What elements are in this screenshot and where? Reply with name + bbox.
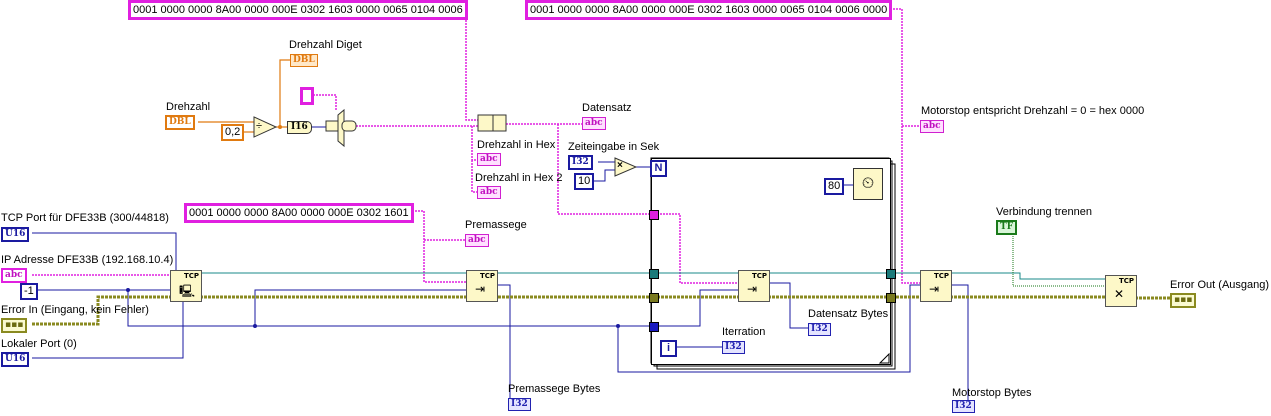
wait-ms-node[interactable]: ⏲	[853, 168, 883, 200]
network-icon: 🖳	[179, 284, 196, 298]
premessage-string-constant[interactable]: 0001 0000 0000 8A00 0000 000E 0302 1601	[184, 203, 414, 223]
timeout-constant[interactable]: -1	[20, 283, 38, 300]
drehzahl-in-hex-2-indicator: abc	[477, 186, 501, 199]
error-out-indicator: ▪▪▪	[1170, 293, 1197, 308]
label-iterration: Iterration	[722, 326, 766, 338]
loop-count-terminal[interactable]: N	[650, 160, 667, 177]
motorstop-indicator: abc	[920, 120, 944, 133]
datensatz-indicator: abc	[582, 117, 606, 130]
wire-empty-str	[313, 94, 337, 110]
label-verbindung-trennen: Verbindung trennen	[996, 206, 1093, 218]
label-premassege: Premassege	[465, 219, 527, 231]
type-cast-node	[325, 108, 357, 148]
tcp-port-control[interactable]: U16	[1, 227, 30, 242]
tunnel-tcp-ref-out	[886, 269, 896, 279]
drehzahl-diget-indicator: DBL	[290, 54, 318, 67]
wire-tcp-ref	[200, 272, 1105, 280]
label-datensatz: Datensatz	[582, 102, 632, 114]
drehzahl-in-hex-indicator: abc	[477, 153, 501, 166]
loop-index-terminal: i	[660, 340, 677, 357]
label-ip-adresse: IP Adresse DFE33B (192.168.10.4)	[1, 254, 174, 266]
label-zeiteingabe: Zeiteingabe in Sek	[568, 141, 660, 153]
wire-lokal	[32, 300, 184, 359]
concatenate-strings-node	[477, 114, 507, 132]
label-premassege-bytes: Premassege Bytes	[508, 383, 601, 395]
wire-hex-display	[471, 126, 478, 193]
lokaler-port-control[interactable]: U16	[1, 352, 30, 367]
wire-timeout-2	[254, 289, 466, 326]
label-drehzahl-in-hex: Drehzahl in Hex	[477, 139, 556, 151]
wait-ms-constant[interactable]: 80	[824, 178, 845, 195]
verbindung-trennen-control[interactable]: TF	[996, 220, 1018, 235]
tcp-label: TCP	[479, 272, 495, 280]
ip-adresse-control[interactable]: abc	[1, 268, 27, 283]
wire-hex-top-right	[884, 8, 920, 284]
wire-multiply-b	[592, 169, 615, 182]
tcp-label: TCP	[933, 272, 949, 280]
tcp-label: TCP	[751, 272, 767, 280]
tunnel-timeout	[649, 322, 659, 332]
wire-datensatz-loop	[557, 124, 651, 215]
multiply-label: ×	[617, 160, 623, 171]
wire-verbindung	[1012, 232, 1105, 287]
label-drehzahl-diget: Drehzahl Diget	[289, 39, 362, 51]
write-icon: ⇥	[747, 282, 758, 296]
motorstop-bytes-indicator: I32	[952, 400, 975, 413]
datensatz-bytes-indicator: I32	[808, 323, 831, 336]
label-error-in: Error In (Eingang, kein Fehler)	[1, 304, 149, 316]
tcp-write-datensatz-node[interactable]: TCP ⇥	[738, 270, 770, 302]
tcp-write-premessage-node[interactable]: TCP ⇥	[466, 270, 498, 302]
multiplier-constant[interactable]: 10	[574, 173, 595, 190]
empty-string-constant[interactable]	[300, 87, 314, 105]
label-tcp-port: TCP Port für DFE33B (300/44818)	[1, 212, 169, 224]
hex-string-constant-top-left[interactable]: 0001 0000 0000 8A00 0000 000E 0302 1603 …	[128, 0, 468, 20]
wire-diget	[279, 59, 290, 127]
to-i16-conversion: I16	[287, 121, 312, 134]
hex-string-constant-top-right[interactable]: 0001 0000 0000 8A00 0000 000E 0302 1603 …	[525, 0, 893, 20]
label-drehzahl-in-hex-2: Drehzahl in Hex 2	[475, 172, 563, 184]
label-datensatz-bytes: Datensatz Bytes	[808, 308, 889, 320]
wire-tcp-port	[32, 232, 177, 270]
for-loop[interactable]	[651, 158, 891, 365]
drehzahl-control[interactable]: DBL	[165, 115, 195, 130]
multiply-node	[614, 157, 638, 177]
tcp-label: TCP	[183, 272, 199, 280]
error-in-control[interactable]: ▪▪▪	[1, 318, 28, 333]
zeiteingabe-control[interactable]: I32	[568, 155, 593, 170]
write-icon: ⇥	[475, 282, 486, 296]
tunnel-string	[649, 210, 659, 220]
divisor-constant[interactable]: 0,2	[221, 124, 245, 141]
disconnect-icon: ✕	[1114, 287, 1125, 301]
tunnel-tcp-ref	[649, 269, 659, 279]
wire-premessage	[409, 210, 466, 283]
premassege-indicator: abc	[465, 234, 489, 247]
label-motorstop: Motorstop entspricht Drehzahl = 0 = hex …	[921, 105, 1145, 117]
label-drehzahl: Drehzahl	[166, 101, 211, 113]
premassege-bytes-indicator: I32	[508, 398, 531, 411]
wire-timeout-3	[617, 284, 920, 373]
tunnel-error-out	[886, 293, 896, 303]
tcp-open-connection-node[interactable]: TCP 🖳	[170, 270, 202, 302]
divide-node	[253, 116, 278, 138]
tcp-label: TCP	[1118, 277, 1134, 285]
label-error-out: Error Out (Ausgang)	[1170, 279, 1270, 291]
wire-pre-bytes	[498, 284, 511, 400]
divide-label: ÷	[256, 120, 263, 132]
wire-timeout-branch	[127, 290, 651, 327]
label-motorstop-bytes: Motorstop Bytes	[952, 387, 1032, 399]
iterration-indicator: I32	[722, 341, 745, 354]
wire-mot-bytes	[950, 284, 969, 400]
tcp-close-connection-node[interactable]: TCP ✕	[1105, 275, 1137, 307]
write-icon: ⇥	[929, 282, 940, 296]
tunnel-error	[649, 293, 659, 303]
metronome-icon: ⏲	[861, 175, 875, 192]
tcp-write-motorstop-node[interactable]: TCP ⇥	[920, 270, 952, 302]
label-lokaler-port: Lokaler Port (0)	[1, 338, 77, 350]
